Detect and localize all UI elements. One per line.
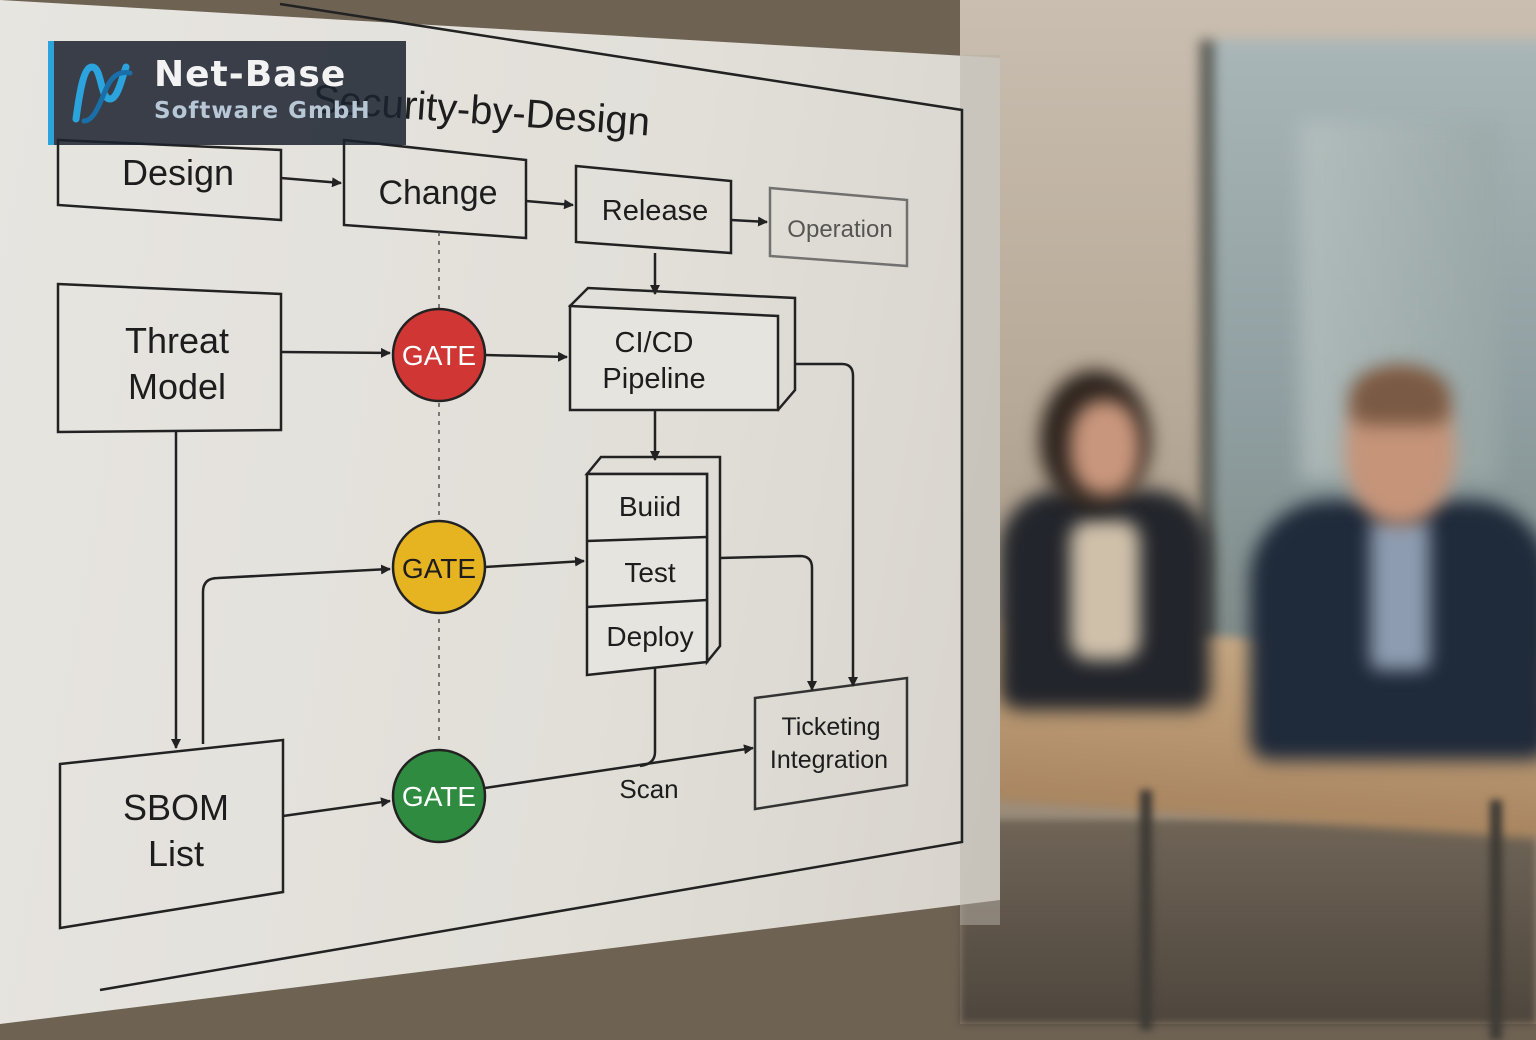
connector [639, 668, 657, 768]
arrow [730, 216, 768, 227]
person-woman-shirt [1070, 520, 1140, 660]
gate-green: GATE [391, 748, 487, 844]
ticketing-integration-box: Ticketing Integration [753, 676, 909, 811]
sbom-label-line2: List [148, 833, 204, 874]
arrow [525, 199, 574, 210]
design-box: Design [56, 138, 283, 222]
gate-yellow: GATE [391, 519, 487, 615]
deploy-step-label: Deploy [606, 621, 693, 652]
whiteboard [0, 0, 1000, 1024]
arrow [280, 347, 391, 358]
table-leg [1490, 800, 1502, 1040]
build-test-deploy-stack: Buiid Test Deploy [584, 455, 722, 677]
arrow [201, 564, 391, 744]
arrow [719, 554, 817, 691]
change-label: Change [378, 174, 497, 212]
operation-box: Operation [768, 186, 909, 268]
table-leg [1140, 790, 1152, 1030]
ticketing-label-line2: Integration [770, 746, 888, 774]
pipeline-label-line1: CI/CD [615, 327, 694, 359]
arrow [484, 351, 568, 362]
security-diagram: Security-by-Design Design Change Release… [56, 2, 964, 992]
change-box: Change [342, 138, 528, 240]
threat-model-label-line1: Threat [125, 320, 229, 361]
test-step-label: Test [624, 557, 676, 588]
design-label: Design [122, 152, 234, 193]
gate-yellow-label: GATE [402, 553, 476, 584]
pipeline-label-line2: Pipeline [602, 363, 705, 395]
logo-wave-icon [72, 63, 133, 124]
person-man-hair [1350, 365, 1450, 425]
ticketing-label-line1: Ticketing [781, 713, 880, 741]
arrow [795, 362, 858, 687]
sbom-label-line1: SBOM [123, 787, 229, 828]
threat-model-box: Threat Model [56, 282, 283, 434]
arrow [484, 556, 585, 569]
gate-red-label: GATE [402, 340, 476, 371]
sbom-list-box: SBOM List [58, 738, 285, 930]
arrow [280, 176, 342, 188]
person-woman-face [1070, 400, 1140, 495]
person-man-shirt [1370, 520, 1430, 670]
release-label: Release [602, 195, 708, 227]
company-logo-badge: Net-Base Software GmbH [48, 41, 406, 145]
whiteboard-edge [960, 55, 1000, 925]
build-step-label: Buiid [619, 491, 681, 522]
scan-label: Scan [619, 774, 678, 804]
arrow [282, 797, 391, 818]
operation-label: Operation [787, 216, 892, 243]
company-name: Net-Base [154, 54, 347, 95]
ci-cd-pipeline-box: CI/CD Pipeline [567, 286, 797, 412]
company-subtitle: Software GmbH [154, 98, 371, 124]
release-box: Release [574, 164, 733, 255]
gate-green-label: GATE [402, 781, 476, 812]
gate-red: GATE [391, 307, 487, 403]
diagram-frame [99, 2, 964, 992]
background-floor [960, 820, 1536, 1024]
threat-model-label-line2: Model [128, 366, 226, 407]
arrow [484, 744, 754, 790]
